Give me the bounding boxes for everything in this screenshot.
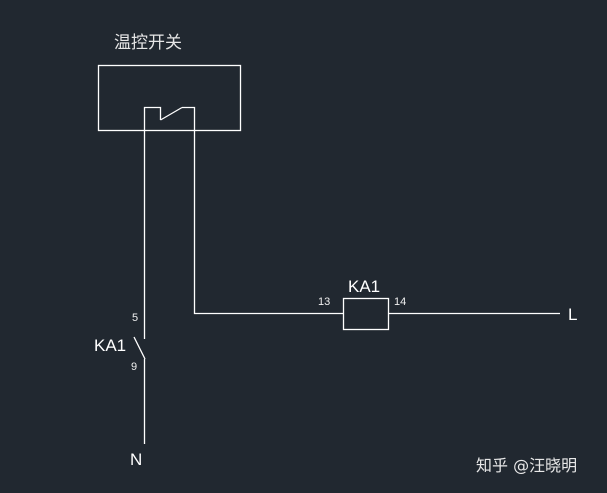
coil-pin-left: 13 [318, 296, 331, 308]
thermostat-box [97, 64, 242, 132]
relay-coil-box [342, 297, 390, 331]
thermostat-right-wire [182, 106, 343, 315]
thermostat-contact-blade [160, 106, 183, 121]
watermark: 知乎 @汪晓明 [476, 456, 578, 475]
thermostat-contact [143, 106, 162, 444]
relay-contact-blade [133, 336, 146, 360]
terminal-N-label: N [130, 450, 143, 469]
relay-coil-label: KA1 [348, 277, 381, 296]
relay-contact-label: KA1 [94, 336, 127, 355]
thermostat-label: 温控开关 [114, 33, 182, 53]
contact-pin-bottom: 9 [131, 361, 138, 373]
coil-pin-right: 14 [394, 296, 407, 308]
terminal-L-label: L [568, 305, 578, 324]
contact-pin-top: 5 [132, 312, 139, 324]
